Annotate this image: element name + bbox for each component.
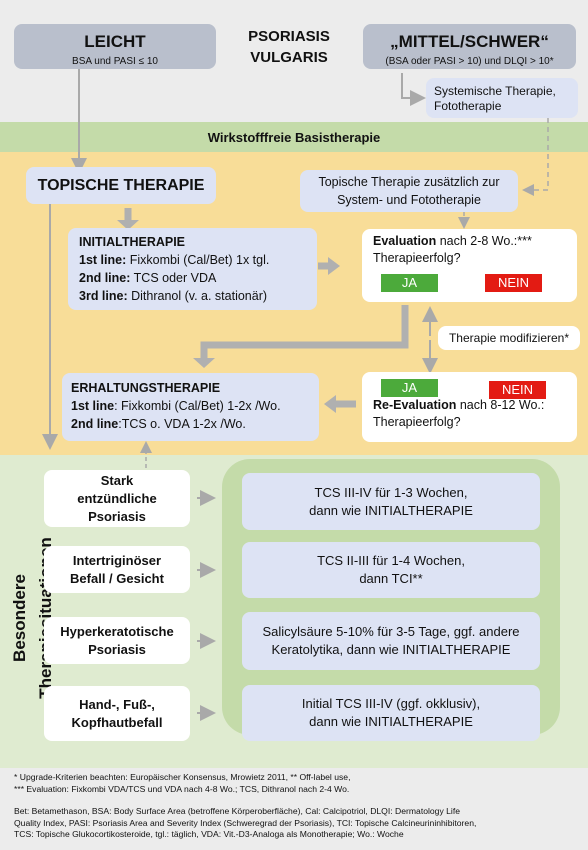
initial-line-1: 1st line: Fixkombi (Cal/Bet) 1x tgl. <box>79 251 317 269</box>
reevaluation-no: NEIN <box>489 381 546 399</box>
therapy-3-line-2: Keratolytika, dann wie INITIALTHERAPIE <box>271 642 511 657</box>
systemic-line-2: Fototherapie <box>434 99 502 113</box>
leicht-criteria: BSA und PASI ≤ 10 <box>72 56 158 67</box>
therapy-2-line-2: dann TCI** <box>359 571 423 586</box>
initial-line2-label: 2nd line: <box>79 271 131 285</box>
additional-line-1: Topische Therapie zusätzlich zur <box>318 175 500 189</box>
maintenance-therapy-box: ERHALTUNGSTHERAPIE 1st line: Fixkombi (C… <box>62 373 319 441</box>
situation-2-line-1: Intertriginöser <box>72 552 162 568</box>
topical-additional-box: Topische Therapie zusätzlich zur System-… <box>300 170 518 212</box>
reevaluation-label: Re-Evaluation nach 8-12 Wo.: <box>373 397 577 414</box>
abbreviations-1: Bet: Betamethason, BSA: Body Surface Are… <box>14 806 460 816</box>
arrow-reeval-maintenance-head <box>324 395 336 413</box>
initial-line1-text: Fixkombi (Cal/Bet) 1x tgl. <box>126 253 270 267</box>
special-vertical-label: Besondere Therapiesituationen <box>10 537 55 699</box>
maintenance-line-1: 1st line: Fixkombi (Cal/Bet) 1-2x /Wo. <box>71 397 319 415</box>
arrow-initial-evaluation-head <box>328 257 340 275</box>
footnote-band <box>0 768 588 850</box>
schwer-criteria: (BSA oder PASI > 10) und DLQI > 10* <box>385 56 554 67</box>
therapy-box-4: Initial TCS III-IV (ggf. okklusiv), dann… <box>242 685 540 741</box>
therapy-box-2: TCS II-III für 1-4 Wochen, dann TCI** <box>242 542 540 598</box>
initial-therapy-box: INITIALTHERAPIE 1st line: Fixkombi (Cal/… <box>68 228 317 310</box>
leicht-title: LEICHT <box>84 32 146 51</box>
therapy-1-line-1: TCS III-IV für 1-3 Wochen, <box>314 484 468 500</box>
evaluation-no: NEIN <box>485 274 542 292</box>
evaluation-yes: JA <box>381 274 438 292</box>
therapy-box-3: Salicylsäure 5-10% für 3-5 Tage, ggf. an… <box>242 612 540 670</box>
systemic-box: Systemische Therapie, Fototherapie <box>426 78 578 118</box>
additional-line-2: System- und Fototherapie <box>337 193 481 207</box>
initial-line3-label: 3rd line: <box>79 289 128 303</box>
situation-2-line-2: Befall / Gesicht <box>70 570 164 586</box>
abbreviations-2: Quality Index, PASI: Psoriasis Area and … <box>14 817 477 828</box>
initial-line2-text: TCS oder VDA <box>130 271 217 285</box>
initial-line-3: 3rd line: Dithranol (v. a. stationär) <box>79 287 317 305</box>
therapy-4-line-2: dann wie INITIALTHERAPIE <box>309 714 473 729</box>
schwer-title: „MITTEL/SCHWER“ <box>390 32 549 51</box>
maintenance-line2-label: 2nd line <box>71 417 119 431</box>
arrow-topical-initial-head <box>117 220 139 230</box>
reevaluation-label-rest: nach 8-12 Wo.: <box>456 398 545 412</box>
evaluation-label-bold: Evaluation <box>373 234 437 248</box>
footnotes: * Upgrade-Kriterien beachten: Europäisch… <box>14 772 584 841</box>
diagram-title: PSORIASIS VULGARIS <box>230 26 348 74</box>
initial-line1-label: 1st line: <box>79 253 127 267</box>
therapy-2-line-1: TCS II-III für 1-4 Wochen, <box>317 553 465 568</box>
maintenance-line2-text: :TCS o. VDA 1-2x /Wo. <box>118 417 246 431</box>
footnote-2: *** Evaluation: Fixkombi VDA/TCS und VDA… <box>14 783 350 794</box>
abbreviations-3: TCS: Topische Glukocortikosteroide, tgl.… <box>14 829 404 839</box>
therapy-3-line-1: Salicylsäure 5-10% für 3-5 Tage, ggf. an… <box>262 624 520 639</box>
title-line-1: PSORIASIS <box>248 28 330 45</box>
therapy-box-1: TCS III-IV für 1-3 Wochen, dann wie INIT… <box>242 473 540 530</box>
arrow-schwer-systemic <box>401 73 426 106</box>
schwer-box: „MITTEL/SCHWER“ (BSA oder PASI > 10) und… <box>363 24 576 69</box>
arrow-systemic-additional <box>522 118 549 196</box>
evaluation-label-rest: nach 2-8 Wo.:*** <box>436 234 532 248</box>
arrow-evaluation-maintenance-shaft <box>200 305 409 360</box>
systemic-line-1: Systemische Therapie, <box>434 84 556 98</box>
evaluation-label: Evaluation nach 2-8 Wo.:*** <box>373 233 577 250</box>
situation-1-line-1: Stark <box>100 472 134 488</box>
situation-1-line-3: Psoriasis <box>88 508 146 524</box>
situation-3-line-2: Psoriasis <box>88 641 146 657</box>
reevaluation-yes: JA <box>381 379 438 397</box>
topical-title: TOPISCHE THERAPIE <box>26 167 216 204</box>
situation-box-3: Hyperkeratotische Psoriasis <box>44 617 190 664</box>
situation-box-4: Hand-, Fuß-, Kopfhautbefall <box>44 686 190 741</box>
evaluation-question: Therapieerfolg? <box>373 251 461 265</box>
arrow-evaluation-maintenance-head <box>193 358 215 368</box>
maintenance-line-2: 2nd line:TCS o. VDA 1-2x /Wo. <box>71 415 319 433</box>
reevaluation-question: Therapieerfolg? <box>373 415 461 429</box>
maintenance-title: ERHALTUNGSTHERAPIE <box>71 381 221 395</box>
initial-title: INITIALTHERAPIE <box>79 235 186 249</box>
maintenance-line1-text: : Fixkombi (Cal/Bet) 1-2x /Wo. <box>114 399 281 413</box>
maintenance-line1-label: 1st line <box>71 399 115 413</box>
situation-box-1: Stark entzündliche Psoriasis <box>44 470 190 527</box>
situation-box-2: Intertriginöser Befall / Gesicht <box>44 546 190 593</box>
therapy-4-line-1: Initial TCS III-IV (ggf. okklusiv), <box>301 696 481 711</box>
basis-title: Wirkstofffreie Basistherapie <box>207 130 381 145</box>
leicht-box: LEICHT BSA und PASI ≤ 10 <box>14 24 216 69</box>
situation-1-line-2: entzündliche <box>77 490 157 506</box>
situation-3-line-1: Hyperkeratotische <box>60 623 174 639</box>
modify-therapy-box: Therapie modifizieren* <box>438 326 580 350</box>
footnote-1: * Upgrade-Kriterien beachten: Europäisch… <box>14 772 351 782</box>
reevaluation-label-bold: Re-Evaluation <box>373 398 457 412</box>
therapy-1-line-2: dann wie INITIALTHERAPIE <box>309 502 473 518</box>
initial-line3-text: Dithranol (v. a. stationär) <box>127 289 268 303</box>
basis-band <box>0 122 588 152</box>
title-line-2: VULGARIS <box>250 49 328 66</box>
situation-4-line-2: Kopfhautbefall <box>71 714 163 730</box>
initial-line-2: 2nd line: TCS oder VDA <box>79 269 317 287</box>
situation-4-line-1: Hand-, Fuß-, <box>79 696 155 712</box>
